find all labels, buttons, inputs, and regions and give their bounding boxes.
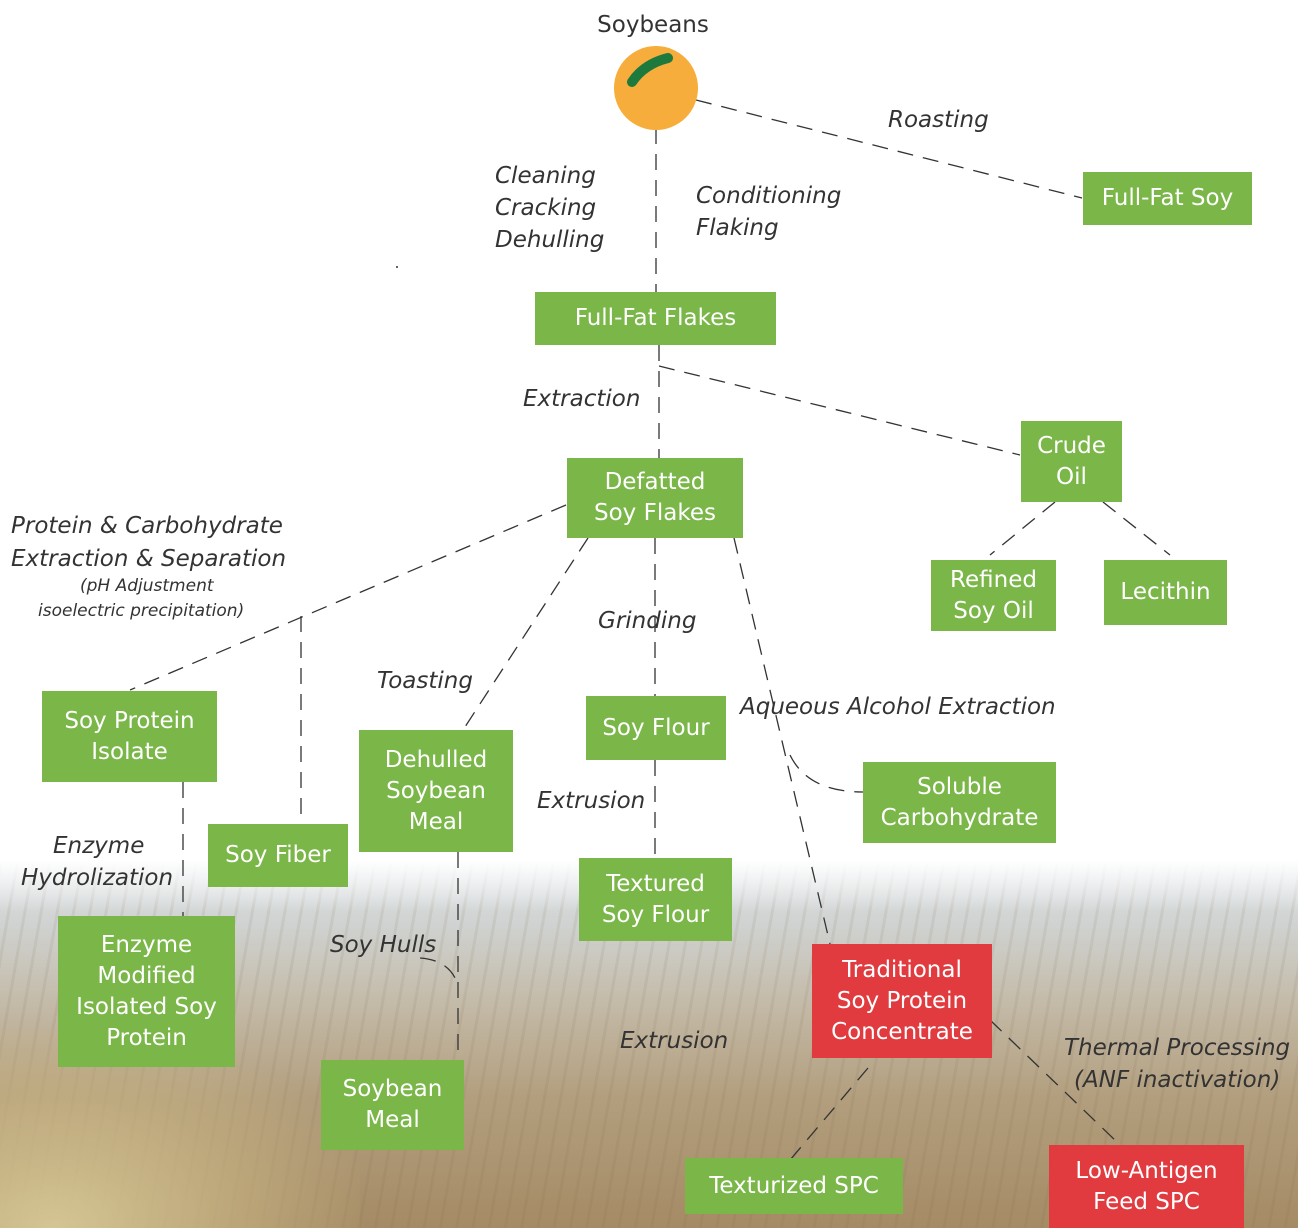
node-full-fat-flakes: Full-Fat Flakes [535, 292, 776, 345]
node-traditional-spc: Traditional Soy Protein Concentrate [812, 944, 992, 1058]
node-soluble-carbohydrate: Soluble Carbohydrate [863, 762, 1056, 843]
node-textured-soy-flour-text: Textured Soy Flour [601, 870, 710, 928]
node-full-fat-soy-text: Full-Fat Soy [1101, 185, 1234, 211]
label-conditioning: Conditioning [696, 183, 842, 209]
node-soy-fiber-text: Soy Fiber [225, 842, 331, 868]
node-enzyme-modified-isp: Enzyme Modified Isolated Soy Protein [58, 916, 235, 1067]
node-low-antigen-feed-spc-text: Low-Antigen Feed SPC [1075, 1157, 1218, 1215]
edge-defatted-to-isolate [129, 504, 567, 691]
edge-full-fat-flakes-to-crude-oil [658, 365, 1021, 456]
node-soy-protein-isolate: Soy Protein Isolate [42, 691, 217, 782]
edge-spc-to-texturized [789, 1067, 869, 1161]
node-textured-soy-flour: Textured Soy Flour [579, 858, 732, 941]
label-protein-carb-2: Extraction & Separation [11, 546, 287, 572]
node-defatted-soy-flakes-text: Defatted Soy Flakes [594, 469, 716, 526]
node-full-fat-flakes-text: Full-Fat Flakes [574, 305, 737, 331]
label-extrusion-1: Extrusion [537, 788, 646, 814]
node-soybean-meal-text: Soybean Meal [342, 1076, 443, 1133]
node-dehulled-soybean-meal: Dehulled Soybean Meal [359, 730, 513, 852]
node-soy-flour-text: Soy Flour [602, 714, 710, 741]
label-soy-hulls: Soy Hulls [330, 932, 437, 958]
label-ph-adjustment: (pH Adjustment [80, 576, 214, 596]
label-extraction: Extraction [523, 386, 641, 412]
node-low-antigen-feed-spc: Low-Antigen Feed SPC [1049, 1145, 1244, 1228]
node-refined-soy-oil-text: Refined Soy Oil [950, 566, 1037, 624]
node-soy-fiber: Soy Fiber [208, 824, 348, 887]
label-grinding: Grinding [598, 608, 697, 634]
node-lecithin-text: Lecithin [1120, 579, 1211, 605]
label-anf-inactivation: (ANF inactivation) [1074, 1067, 1281, 1093]
label-dehulling: Dehulling [495, 227, 605, 253]
node-soybean-meal: Soybean Meal [321, 1060, 464, 1150]
edge-crude-oil-to-refined-oil [989, 501, 1056, 556]
label-hydrolization: Hydrolization [21, 865, 174, 891]
soybean-icon [614, 46, 698, 130]
node-soy-protein-isolate-text: Soy Protein Isolate [64, 707, 195, 765]
node-soy-flour: Soy Flour [586, 696, 726, 760]
label-protein-carb-1: Protein & Carbohydrate [11, 513, 283, 539]
edge-defatted-to-dehulled-meal [462, 537, 589, 731]
node-refined-soy-oil: Refined Soy Oil [931, 560, 1056, 631]
label-cleaning: Cleaning [495, 163, 596, 189]
label-extrusion-2: Extrusion [620, 1028, 729, 1054]
label-roasting: Roasting [888, 107, 989, 133]
node-full-fat-soy: Full-Fat Soy [1083, 172, 1252, 225]
node-defatted-soy-flakes: Defatted Soy Flakes [567, 458, 743, 538]
label-enzyme: Enzyme [53, 833, 145, 859]
edge-soybeans-to-full-fat-soy [695, 99, 1083, 199]
node-dehulled-soybean-meal-text: Dehulled Soybean Meal [384, 746, 488, 835]
label-toasting: Toasting [377, 668, 473, 694]
stray-dot [396, 266, 398, 268]
soybeans-label: Soybeans [597, 12, 709, 38]
edge-soy-hulls-hook [419, 957, 459, 986]
label-aqueous-alcohol: Aqueous Alcohol Extraction [740, 694, 1056, 720]
label-flaking: Flaking [696, 215, 779, 241]
edge-defatted-to-traditional-spc [733, 537, 831, 945]
node-traditional-spc-text: Traditional Soy Protein Concentrate [831, 956, 973, 1045]
edge-crude-oil-to-lecithin [1102, 501, 1171, 556]
node-texturized-spc: Texturized SPC [685, 1158, 903, 1214]
label-cracking: Cracking [495, 195, 597, 221]
edge-spc-to-low-antigen [989, 1019, 1119, 1144]
label-thermal-processing: Thermal Processing [1064, 1035, 1291, 1061]
edge-alcohol-to-soluble-carb [789, 754, 864, 793]
node-crude-oil: Crude Oil [1021, 421, 1122, 502]
node-soluble-carbohydrate-text: Soluble Carbohydrate [880, 773, 1039, 831]
label-isoelectric: isoelectric precipitation) [38, 601, 245, 621]
node-lecithin: Lecithin [1104, 560, 1227, 625]
node-crude-oil-text: Crude Oil [1037, 432, 1106, 490]
node-enzyme-modified-isp-text: Enzyme Modified Isolated Soy Protein [76, 931, 217, 1051]
node-texturized-spc-text: Texturized SPC [709, 1172, 879, 1199]
